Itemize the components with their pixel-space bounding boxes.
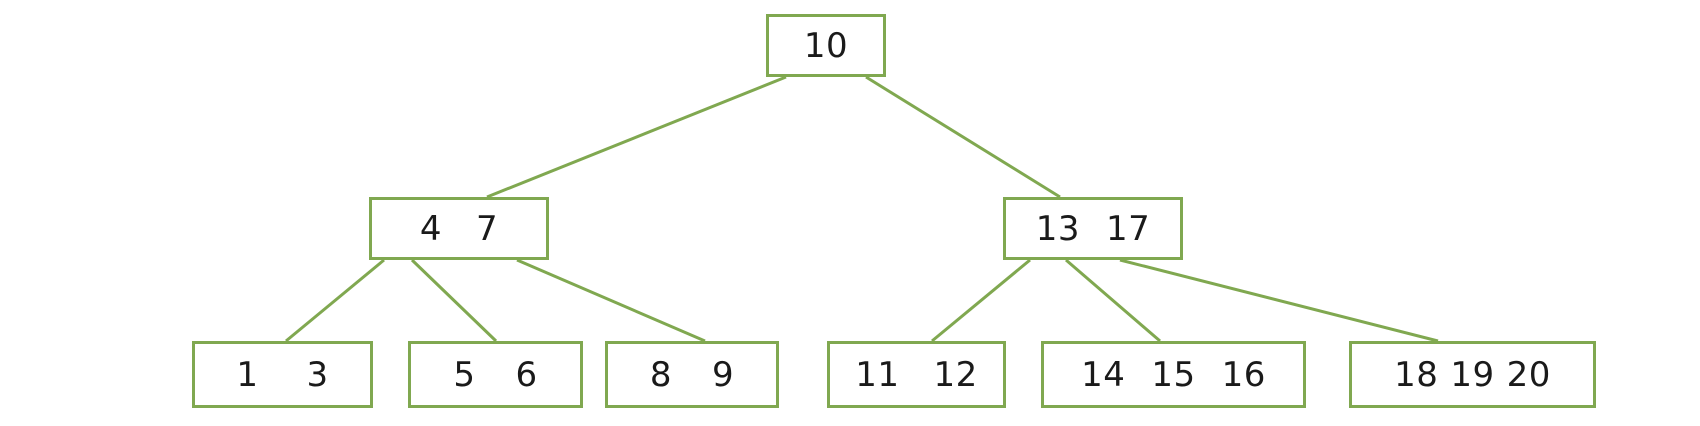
tree-node-root[interactable]: 10 — [766, 14, 886, 77]
tree-edge — [931, 258, 1031, 343]
node-key: 11 — [855, 354, 900, 395]
node-key: 17 — [1106, 208, 1151, 249]
tree-node-leaf-4[interactable]: 11 12 — [827, 341, 1006, 408]
tree-edge — [516, 258, 706, 343]
node-key: 15 — [1151, 354, 1196, 395]
tree-edge — [285, 258, 385, 343]
node-key: 8 — [649, 354, 672, 395]
node-key: 19 — [1450, 354, 1495, 395]
tree-edge — [1119, 258, 1439, 343]
node-key: 5 — [453, 354, 476, 395]
tree-edge — [1065, 258, 1161, 343]
tree-edge — [486, 75, 787, 199]
node-key: 3 — [306, 354, 329, 395]
node-key: 20 — [1506, 354, 1551, 395]
tree-edge — [865, 75, 1061, 199]
node-key: 13 — [1035, 208, 1080, 249]
node-key: 14 — [1081, 354, 1126, 395]
node-key-list: 10 — [804, 29, 848, 63]
tree-node-internal-right[interactable]: 13 17 — [1003, 197, 1183, 260]
node-key: 1 — [236, 354, 259, 395]
node-key: 6 — [515, 354, 538, 395]
tree-edge — [410, 258, 498, 343]
node-key: 10 — [803, 25, 849, 66]
node-key: 4 — [419, 208, 442, 249]
node-key: 16 — [1221, 354, 1266, 395]
node-key: 18 — [1394, 354, 1439, 395]
tree-node-leaf-5[interactable]: 14 15 16 — [1041, 341, 1306, 408]
tree-node-leaf-6[interactable]: 18 19 20 — [1349, 341, 1596, 408]
node-key: 7 — [476, 208, 499, 249]
node-key: 9 — [712, 354, 735, 395]
node-key: 12 — [933, 354, 978, 395]
